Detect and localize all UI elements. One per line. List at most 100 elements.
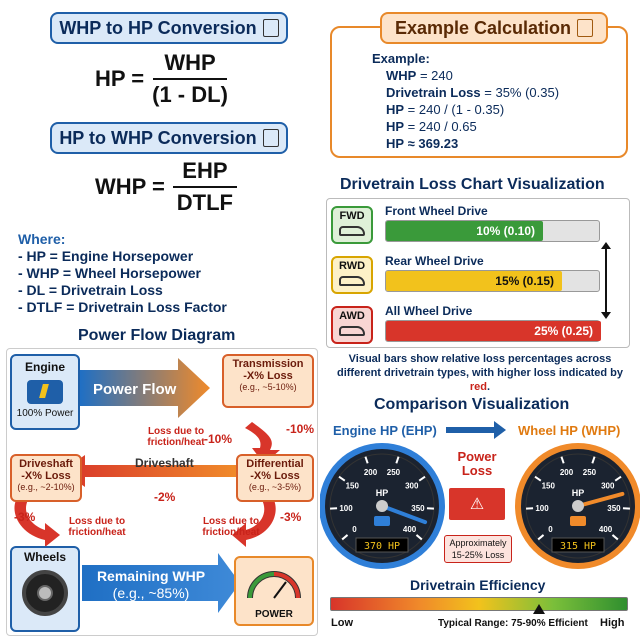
driveshaft-label: Driveshaft [19, 458, 73, 470]
formula-fraction: EHP DTLF [172, 158, 237, 216]
transmission-label: Transmission [232, 358, 304, 370]
driveshaft-box: Driveshaft -X% Loss (e.g., ~2-10%) [10, 454, 82, 502]
gauge-tick [338, 475, 346, 482]
minus-10-left: -10% [204, 432, 233, 446]
remaining-text: Remaining WHP [96, 568, 206, 584]
loss-bar-value: 10% (0.10) [476, 224, 535, 238]
note-line-2: different drivetrain types, with higher … [336, 367, 624, 393]
ehp-arrow-head [494, 421, 506, 439]
wheels-label: Wheels [23, 550, 66, 564]
hp-to-whp-title: HP to WHP Conversion [50, 122, 288, 154]
differential-loss: -X% Loss [250, 470, 300, 482]
drivetrain-badge: AWD [331, 306, 373, 344]
efficiency-low: Low [331, 617, 353, 629]
warning-icon: ⚠ [469, 496, 485, 513]
where-item: - HP = Engine Horsepower [18, 248, 194, 264]
tire-icon [22, 570, 68, 616]
gauge-tick-label: 100 [339, 504, 353, 513]
formula-lhs: HP = [95, 66, 145, 91]
formula-denominator: DTLF [176, 190, 233, 215]
minus-2: -2% [154, 490, 176, 504]
where-item: - DTLF = Drivetrain Loss Factor [18, 299, 227, 315]
gauge-tick [611, 534, 619, 541]
wheels-box: Wheels [10, 546, 80, 632]
gauge-tick [537, 534, 545, 541]
loss-bar-track: 15% (0.15) [385, 270, 600, 292]
note-line-1: Visual bars show relative loss percentag… [348, 353, 612, 365]
loss-text-diff: Loss due to friction/heat [202, 516, 260, 538]
fraction-bar [172, 186, 237, 188]
loss-bar-fill [386, 221, 543, 241]
gauge-needle [380, 504, 428, 525]
example-title: Example Calculation [380, 12, 608, 44]
loss-chart-note: Visual bars show relative loss percentag… [330, 352, 630, 394]
trans-to-diff-arrow [245, 422, 280, 464]
efficiency-title: Drivetrain Efficiency [410, 577, 546, 593]
gauge-tick-label: 100 [535, 504, 549, 513]
example-line: WHP = 240 [386, 68, 453, 83]
engine-label: Engine [24, 360, 65, 374]
loss-bar-fill [386, 271, 562, 291]
gauge-needle [576, 491, 625, 508]
remaining-eg: (e.g., ~85%) [112, 585, 190, 601]
differential-eg: (e.g., ~3-5%) [248, 482, 302, 492]
loss-bar-fill [386, 321, 601, 341]
transmission-box: Transmission -X% Loss (e.g., ~5-10%) [222, 354, 314, 408]
ehp-to-whp-arrow [446, 427, 496, 433]
power-loss-label: Power Loss [457, 449, 497, 478]
differential-box: Differential -X% Loss (e.g., ~3-5%) [236, 454, 314, 502]
drivetrain-badge-label: FWD [339, 210, 365, 222]
calculator-icon [262, 19, 279, 37]
drivetrain-badge: FWD [331, 206, 373, 244]
remaining-label: Remaining WHP (e.g., ~85%) [96, 568, 206, 602]
loss-bar-track: 10% (0.10) [385, 220, 600, 242]
gauge-tick-label: 150 [346, 482, 360, 491]
minus-10-right: -10% [286, 422, 315, 436]
formula-fraction: WHP (1 - DL) [152, 50, 228, 108]
approx-box: Approximately 15-25% Loss [444, 535, 512, 563]
differential-label: Differential [246, 458, 304, 470]
calculator-icon [262, 129, 279, 147]
gauge-readout-box [355, 537, 409, 553]
gauge-unit: HP [572, 488, 585, 498]
drivetrain-badge-label: AWD [339, 310, 365, 322]
wheel-icon [570, 516, 586, 526]
drivetrain-badge-label: RWD [338, 260, 366, 272]
fraction-bar [153, 78, 227, 80]
formula-denominator: (1 - DL) [152, 82, 228, 107]
gauge-tick [560, 456, 565, 464]
loss-text-trans: Loss due to friction/heat [147, 426, 205, 448]
gauge-tick-label: 250 [583, 468, 597, 477]
loss-chart-title: Drivetrain Loss Chart Visualization [340, 176, 605, 193]
loss-text-drive: Loss due to friction/heat [68, 516, 126, 538]
example-head: Example: [372, 51, 430, 66]
driveshaft-arrow-label: Driveshaft [135, 456, 194, 470]
gauge-tick-label: 350 [607, 504, 621, 513]
power-box: POWER [234, 556, 314, 626]
gauge-tick [614, 475, 622, 482]
gauge-tick-label: 0 [352, 525, 357, 534]
efficiency-marker [533, 604, 545, 614]
flow-title: Power Flow Diagram [78, 327, 236, 344]
drivetrain-name: All Wheel Drive [385, 304, 473, 318]
driveshaft-loss: -X% Loss [21, 470, 71, 482]
example-line: HP ≈ 369.23 [386, 136, 459, 151]
drivetrain-badge: RWD [331, 256, 373, 294]
minus-3-right: -3% [280, 510, 302, 524]
calculator-icon [577, 19, 594, 37]
loss-chart-panel [326, 198, 630, 348]
gauge-inner-ring [525, 453, 631, 559]
hp-to-whp-formula: WHP = EHP DTLF [95, 158, 237, 216]
gauge-readout-box [551, 537, 605, 553]
gauge-tick-label: 400 [403, 525, 417, 534]
loss-bar-value: 25% (0.25) [534, 324, 593, 338]
gauge-tick [591, 456, 596, 464]
formula-numerator: WHP [164, 50, 216, 75]
drivetrain-name: Rear Wheel Drive [385, 254, 484, 268]
engine-icon [374, 516, 390, 526]
where-legend: Where: - HP = Engine Horsepower - WHP = … [18, 231, 227, 316]
example-title-text: Example Calculation [394, 17, 572, 38]
example-panel [330, 26, 628, 158]
power-flow-label: Power Flow [93, 381, 177, 398]
